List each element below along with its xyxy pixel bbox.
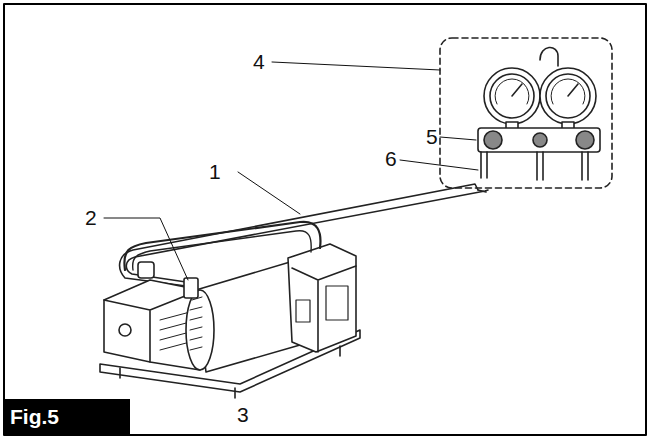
figure-tag: Fig.5 — [4, 399, 130, 435]
callout-number: 5 — [425, 126, 439, 147]
figure-caption: Fig.5 — [4, 405, 59, 428]
callout-number: 3 — [236, 404, 250, 425]
callout-number: 2 — [84, 207, 98, 228]
callout-number: 6 — [384, 148, 398, 169]
frame — [4, 4, 646, 435]
vacuum-pump — [100, 222, 360, 398]
callout-number: 4 — [252, 51, 266, 72]
manifold-gauge — [478, 47, 600, 180]
callout-number: 1 — [208, 161, 222, 182]
group-outline — [440, 38, 612, 188]
leader-lines — [104, 62, 478, 280]
